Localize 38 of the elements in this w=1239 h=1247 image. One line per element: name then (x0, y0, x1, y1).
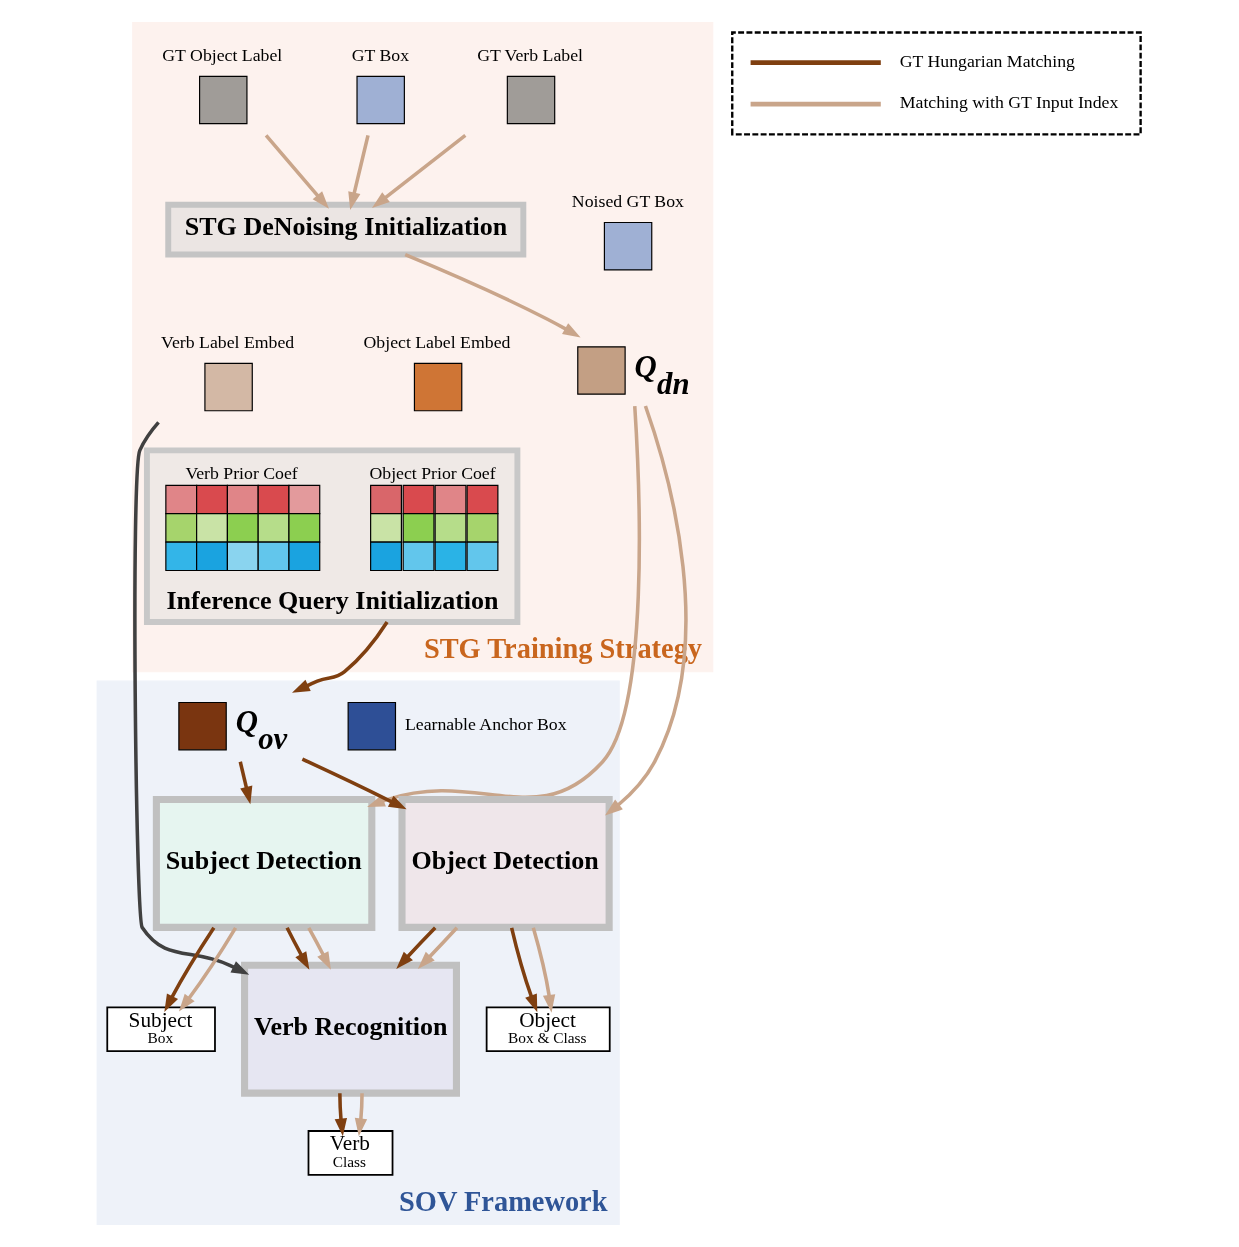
node-label: Object Prior Coef (369, 463, 496, 484)
node-box: Subject Detection (152, 796, 376, 931)
arrow (367, 406, 641, 807)
node-label: GT Verb Label (477, 44, 583, 65)
node-label: Verb Prior Coef (185, 463, 298, 484)
node-label: Verb Label Embed (161, 332, 295, 352)
node-label: GT Box (351, 44, 410, 65)
arrow (404, 253, 581, 338)
arrow (133, 421, 250, 975)
node-box: Verb Class (307, 1130, 394, 1176)
arrow (292, 621, 389, 693)
arrow (354, 1093, 368, 1137)
node-box: Object Detection (398, 796, 613, 931)
arrow (417, 926, 459, 969)
arrow (334, 1093, 348, 1137)
node-box: STG DeNoising Initialization (165, 201, 527, 258)
legend-label: GT Hungarian Matching (899, 50, 1075, 71)
arrow (285, 927, 310, 970)
arrow (264, 134, 329, 209)
node-label: Noised GT Box (571, 191, 684, 212)
arrow (307, 926, 331, 970)
legend-label: Matching with GT Input Index (899, 92, 1119, 113)
arrow (238, 761, 253, 805)
arrow (531, 927, 556, 1013)
arrow (372, 133, 467, 209)
node-box: Subject Box (106, 1006, 216, 1052)
node-label: GT Object Label (162, 44, 283, 65)
node-label: Learnable Anchor Box (404, 714, 567, 735)
arrow (301, 757, 407, 810)
arrow (178, 926, 238, 1012)
arrow (348, 134, 370, 210)
arrow (605, 405, 688, 816)
arrow (396, 926, 437, 969)
node-label: Object Label Embed (363, 332, 511, 352)
arrow (509, 927, 538, 1013)
node-box: Verb Recognition (241, 961, 460, 1097)
node-box: Object Box & Class (485, 1006, 611, 1052)
arrow (164, 926, 216, 1013)
